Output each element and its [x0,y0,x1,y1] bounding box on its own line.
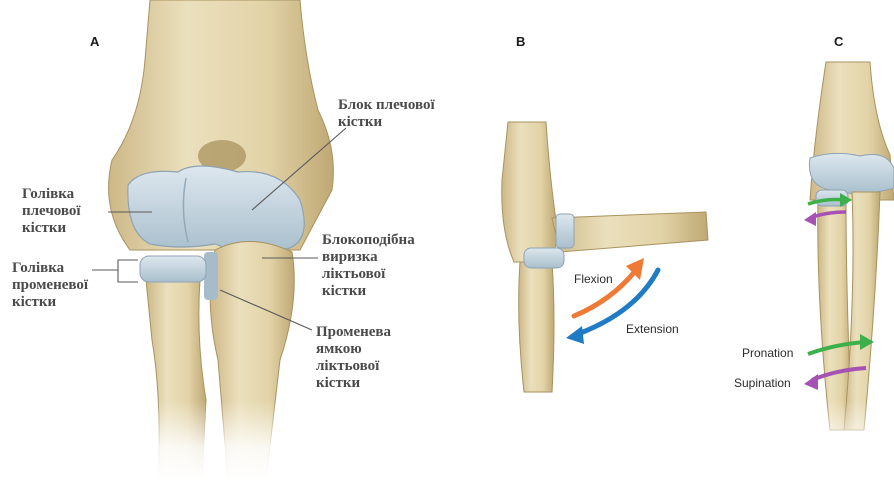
panel-letter-b: B [516,34,525,49]
extension-arrowhead [566,326,584,344]
supination-arrowhead [804,374,818,390]
radial-head [140,256,206,282]
panel-b-drawing [502,122,708,392]
panel-c-drawing [804,62,894,430]
label-pronation: Pronation [742,346,793,360]
panel-c-cartilage [809,153,894,193]
label-supination: Supination [734,376,791,390]
supination-arrowhead-top [804,212,816,226]
label-radial-head: Голівка променевої кістки [12,260,88,311]
panel-b-humerus [502,122,557,262]
panel-b-ulna [519,262,554,392]
panel-a-drawing [92,0,346,480]
panel-c-ulna [844,192,880,430]
panel-b-forearm [552,212,708,252]
panel-letter-c: C [834,34,843,49]
label-capitulum: Голівка плечової кістки [22,186,81,237]
panel-b-trochlea [556,214,574,248]
radial-notch [204,252,218,300]
radius-bone [146,280,206,480]
panel-b-radial-head [524,248,564,268]
label-radial-notch: Променева ямкою ліктьової кістки [316,324,391,392]
label-trochlear-notch: Блокоподібна виризка ліктьової кістки [322,232,415,300]
label-humerus-trochlea: Блок плечової кістки [338,97,435,131]
ulna-bone [210,241,294,480]
panel-letter-a: A [90,34,99,49]
capitulum-cartilage [128,166,304,252]
label-extension: Extension [626,322,679,336]
label-flexion: Flexion [574,272,613,286]
